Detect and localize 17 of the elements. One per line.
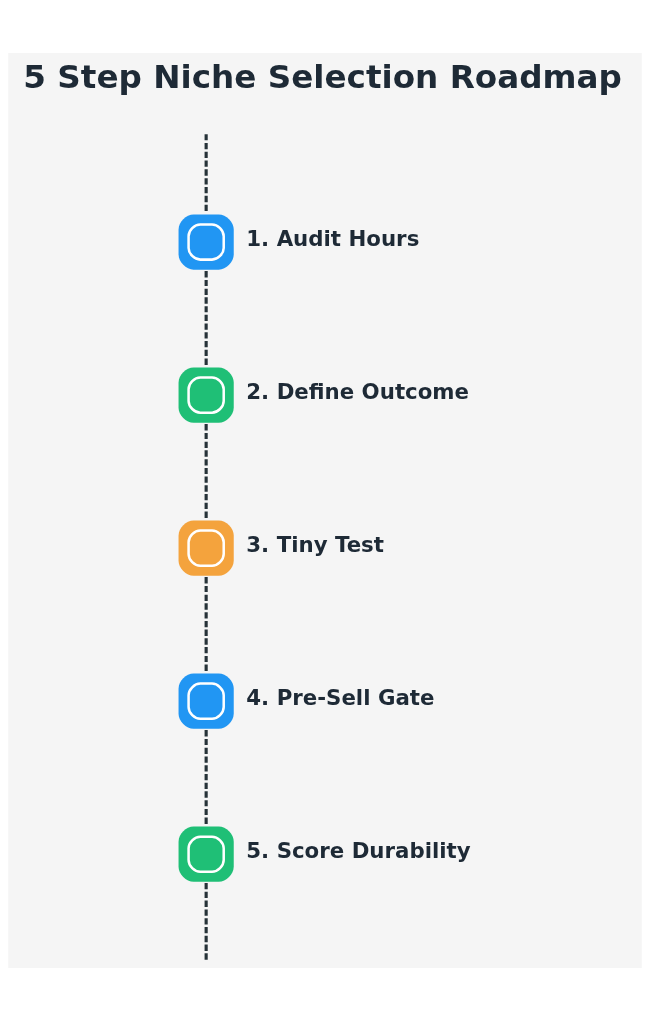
connector <box>204 423 208 519</box>
node-label: 2. Define Outcome <box>246 378 470 404</box>
diagram-title: 5 Step Niche Selection Roadmap <box>23 57 622 96</box>
connector <box>204 882 208 962</box>
node-label: 5. Score Durability <box>246 837 471 863</box>
connector <box>204 576 208 672</box>
node-label: 4. Pre-Sell Gate <box>246 684 435 710</box>
node-box <box>178 367 234 423</box>
node-label: 3. Tiny Test <box>246 531 385 557</box>
node-box <box>178 520 234 576</box>
node-box <box>178 213 234 270</box>
connector <box>204 270 208 366</box>
node-box <box>178 826 234 882</box>
node-box <box>178 673 234 729</box>
node-label: 1. Audit Hours <box>246 225 420 251</box>
connector <box>204 133 208 213</box>
connector <box>204 729 208 825</box>
